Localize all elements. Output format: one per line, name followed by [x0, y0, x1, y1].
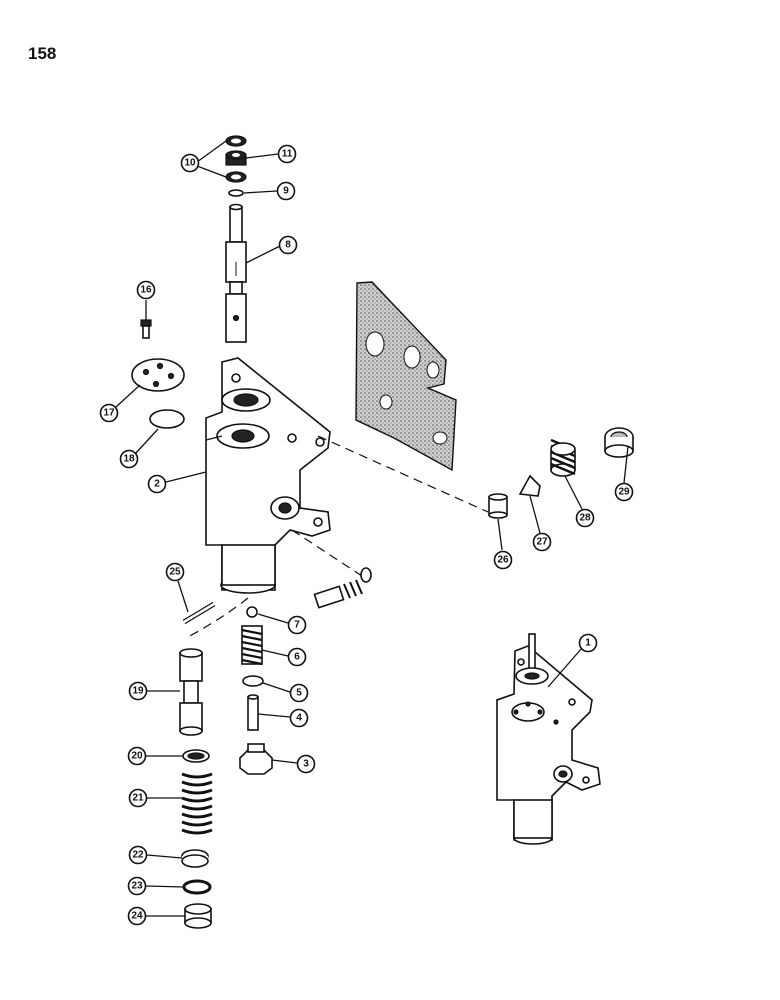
- svg-text:10: 10: [184, 158, 196, 169]
- svg-text:8: 8: [285, 240, 291, 251]
- callout-18: 18: [119, 449, 139, 469]
- svg-text:16: 16: [140, 285, 152, 296]
- callout-9: 9: [276, 181, 296, 201]
- callout-28: 28: [575, 508, 595, 528]
- cover-plate-17: [131, 358, 185, 392]
- valve-spool-8: [225, 203, 247, 343]
- svg-text:6: 6: [294, 652, 300, 663]
- callout-19: 19: [128, 681, 148, 701]
- svg-text:24: 24: [131, 911, 143, 922]
- callout-26: 26: [493, 550, 513, 570]
- svg-text:25: 25: [169, 567, 181, 578]
- svg-text:5: 5: [296, 688, 302, 699]
- callout-25: 25: [165, 562, 185, 582]
- svg-text:7: 7: [294, 620, 300, 631]
- spring-28: [550, 438, 576, 477]
- plug-29: [604, 427, 634, 458]
- callout-21: 21: [128, 788, 148, 808]
- svg-text:19: 19: [132, 686, 144, 697]
- svg-text:18: 18: [123, 454, 135, 465]
- svg-text:2: 2: [154, 479, 160, 490]
- callout-29: 29: [614, 482, 634, 502]
- valve-housing-2: [205, 357, 331, 594]
- nut-3: [238, 743, 274, 775]
- svg-text:28: 28: [579, 513, 591, 524]
- callout-2: 2: [147, 474, 167, 494]
- svg-text:3: 3: [303, 759, 309, 770]
- svg-text:21: 21: [132, 793, 144, 804]
- svg-text:29: 29: [618, 487, 630, 498]
- pin-4: [247, 694, 259, 731]
- seal-ring-bottom: [225, 171, 247, 183]
- svg-text:22: 22: [132, 850, 144, 861]
- callout-5: 5: [289, 683, 309, 703]
- assembled-valve-1: [496, 633, 601, 845]
- spring-6: [241, 625, 263, 666]
- plunger-19: [179, 648, 203, 736]
- screw-16: [140, 319, 152, 339]
- callout-4: 4: [289, 708, 309, 728]
- svg-text:17: 17: [103, 408, 115, 419]
- alignment-line-relief: [291, 529, 363, 577]
- callout-16: 16: [136, 280, 156, 300]
- retainer-20: [182, 749, 210, 763]
- callout-24: 24: [127, 906, 147, 926]
- o-ring-18: [149, 409, 185, 429]
- spring-21: [181, 770, 213, 835]
- callout-1: 1: [578, 633, 598, 653]
- svg-text:26: 26: [497, 555, 509, 566]
- callout-22: 22: [128, 845, 148, 865]
- washer-22: [181, 849, 209, 868]
- cap-24: [184, 903, 212, 929]
- cap-11: [225, 150, 247, 166]
- gasket: [355, 281, 457, 472]
- seal-ring-top: [225, 135, 247, 147]
- svg-text:4: 4: [296, 713, 302, 724]
- callout-3: 3: [296, 754, 316, 774]
- callout-17: 17: [99, 403, 119, 423]
- ball-7: [246, 606, 258, 618]
- seat-26: [488, 493, 508, 519]
- svg-text:27: 27: [536, 537, 548, 548]
- page-number: 158: [28, 44, 57, 63]
- callout-27: 27: [532, 532, 552, 552]
- callout-11: 11: [277, 144, 297, 164]
- o-ring-5: [242, 675, 264, 687]
- callout-10: 10: [180, 153, 200, 173]
- callout-23: 23: [127, 876, 147, 896]
- svg-text:1: 1: [585, 638, 591, 649]
- callout-6: 6: [287, 647, 307, 667]
- svg-text:23: 23: [131, 881, 143, 892]
- svg-text:9: 9: [283, 186, 289, 197]
- relief-cartridge: [313, 567, 372, 609]
- svg-text:20: 20: [131, 751, 143, 762]
- o-ring-23: [182, 879, 212, 895]
- poppet-27: [518, 474, 541, 497]
- alignment-line-plunger: [185, 597, 249, 639]
- svg-text:11: 11: [282, 149, 293, 160]
- o-ring-9: [228, 189, 244, 197]
- callout-20: 20: [127, 746, 147, 766]
- alignment-line-gasket: [317, 435, 489, 513]
- callout-8: 8: [278, 235, 298, 255]
- callout-7: 7: [287, 615, 307, 635]
